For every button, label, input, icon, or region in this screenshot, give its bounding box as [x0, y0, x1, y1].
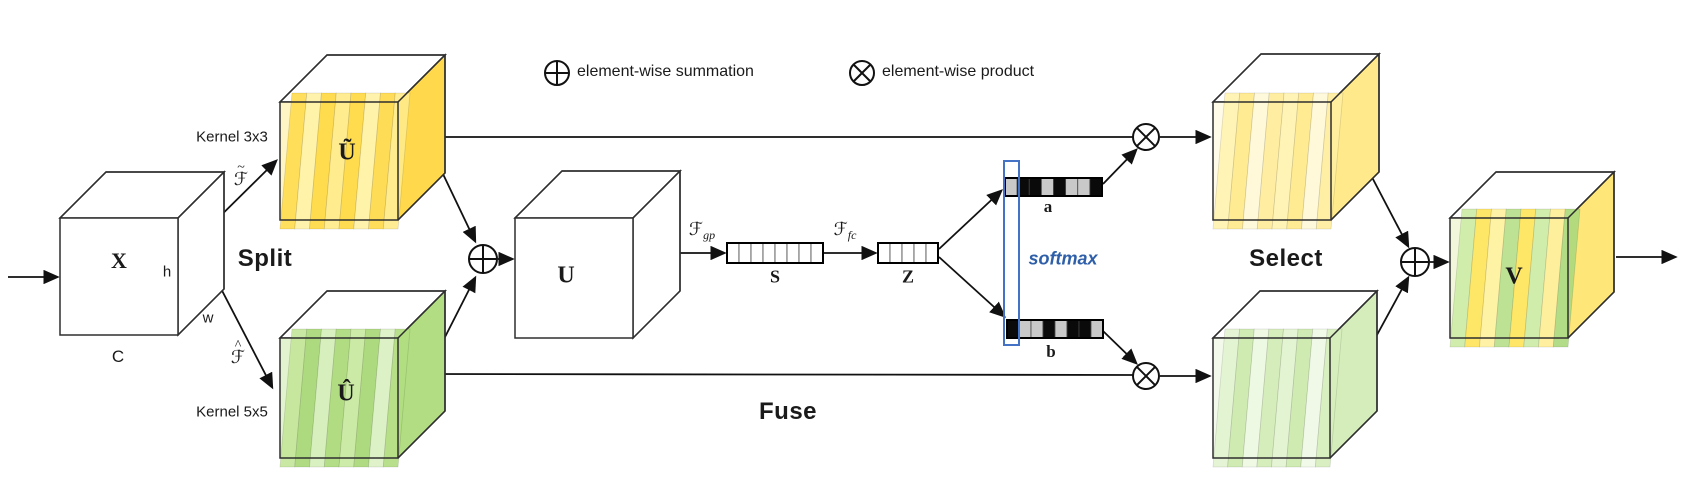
f-gp-operator-label: ℱgp — [689, 219, 715, 243]
u-hat-cube-slice — [382, 328, 411, 468]
s-vector-cell — [810, 242, 824, 264]
u-hat-cube-edges — [279, 290, 447, 459]
b-vector-cell — [1090, 319, 1104, 339]
gp-subscript: gp — [703, 228, 716, 242]
u-cube-outline — [514, 217, 634, 339]
x-cube-edges — [59, 171, 226, 336]
x-tensor-label: X — [111, 248, 127, 273]
v-cube-outline — [1449, 217, 1569, 339]
s-vector-cell — [798, 242, 812, 264]
v-tensor-label: V — [1505, 263, 1523, 290]
z-vector — [877, 242, 939, 264]
width-label: w — [202, 309, 214, 327]
a-vector-cell — [1065, 177, 1079, 197]
b-vector-cell — [1006, 319, 1020, 339]
channels-label: C — [111, 347, 125, 366]
product-junction-top-icon-d2 — [1136, 127, 1156, 147]
legend-circle-times-icon-d2 — [852, 63, 872, 83]
b-vector-label: b — [1046, 342, 1056, 361]
u-tilde-cube-outline — [279, 101, 399, 221]
script-f: ℱ — [833, 219, 848, 240]
kernel-3x3-label: Kernel 3x3 — [196, 128, 268, 146]
legend-product-label: element-wise product — [882, 63, 1035, 80]
a-vector-label: a — [1043, 197, 1053, 216]
s-vector-cell — [750, 242, 764, 264]
fc-subscript: fc — [847, 228, 857, 242]
u-hat-cube-outline — [279, 337, 399, 459]
u-hat-flow-line — [423, 373, 1135, 376]
softmax-label: softmax — [1028, 248, 1098, 269]
selected-yellow-cube-slice — [1315, 92, 1344, 230]
fuse-stage-label: Fuse — [758, 398, 818, 425]
legend-summation-label: element-wise summation — [577, 63, 754, 80]
s-vector-cell — [738, 242, 752, 264]
z-to-a-arrow — [938, 189, 1003, 250]
f-hat-operator-label: ^ℱ — [231, 333, 245, 367]
selected-green-cube-outline — [1212, 337, 1331, 459]
z-vector-cell — [901, 242, 915, 264]
s-vector-cell — [774, 242, 788, 264]
a-vector-cell — [1053, 177, 1067, 197]
b-vector-cell — [1066, 319, 1080, 339]
s-vector-label: S — [769, 266, 781, 287]
u-hat-to-sum-arrow — [443, 275, 477, 340]
selected-yellow-cube-outline — [1212, 101, 1332, 221]
script-f: ℱ — [233, 169, 249, 190]
a-to-product-arrow — [1102, 148, 1138, 185]
b-vector-cell — [1030, 319, 1044, 339]
b-vector-cell — [1078, 319, 1092, 339]
x-cube-outline — [59, 217, 179, 336]
s-vector-cell — [762, 242, 776, 264]
tilde-accent: ~ — [237, 160, 245, 175]
b-vector-cell — [1042, 319, 1056, 339]
x-cube-front — [60, 218, 178, 335]
f-fc-operator-label: ℱfc — [834, 219, 857, 243]
z-vector-cell — [925, 242, 939, 264]
selected-green-cube-edges — [1212, 290, 1379, 459]
b-vector-cell — [1018, 319, 1032, 339]
a-vector-cell — [1040, 177, 1054, 197]
a-vector-cell — [1028, 177, 1042, 197]
script-f: ℱ — [688, 219, 704, 240]
s-vector-cell — [786, 242, 800, 264]
a-vector-cell — [1089, 177, 1103, 197]
f-tilde-operator-label: ~ℱ — [234, 155, 248, 189]
s-vector-cell — [726, 242, 740, 264]
z-vector-cell — [913, 242, 927, 264]
u-cube-front — [515, 218, 633, 338]
a-vector-cell — [1004, 177, 1018, 197]
z-vector-cell — [877, 242, 891, 264]
selected-green-cube-slice — [1314, 328, 1343, 468]
v-cube-slice — [1552, 208, 1581, 348]
kernel-5x5-label: Kernel 5x5 — [196, 403, 268, 421]
b-vector — [1006, 319, 1104, 339]
height-label: h — [162, 263, 172, 281]
z-to-b-arrow — [938, 256, 1006, 318]
u-tilde-to-sum-arrow — [442, 173, 477, 244]
hat-accent: ^ — [234, 338, 242, 353]
b-to-product-arrow — [1102, 330, 1138, 365]
split-stage-label: Split — [237, 245, 293, 272]
z-vector-cell — [889, 242, 903, 264]
b-vector-cell — [1054, 319, 1068, 339]
u-hat-tensor-label: Û — [337, 380, 355, 407]
u-tilde-cube-edges — [279, 54, 447, 221]
s-vector — [726, 242, 824, 264]
v-cube-edges — [1449, 171, 1616, 339]
z-vector-label: Z — [901, 266, 915, 287]
u-tilde-cube-slice — [382, 92, 411, 230]
script-f: ℱ — [230, 347, 246, 368]
softmax-box — [1003, 160, 1020, 346]
select-stage-label: Select — [1249, 245, 1323, 272]
u-tilde-tensor-label: Ũ — [338, 139, 356, 166]
u-tensor-label: U — [557, 262, 575, 289]
selected-yellow-cube-edges — [1212, 53, 1381, 221]
a-vector-cell — [1077, 177, 1091, 197]
product-junction-bottom-icon-d2 — [1136, 366, 1156, 386]
u-cube-edges — [514, 170, 682, 339]
